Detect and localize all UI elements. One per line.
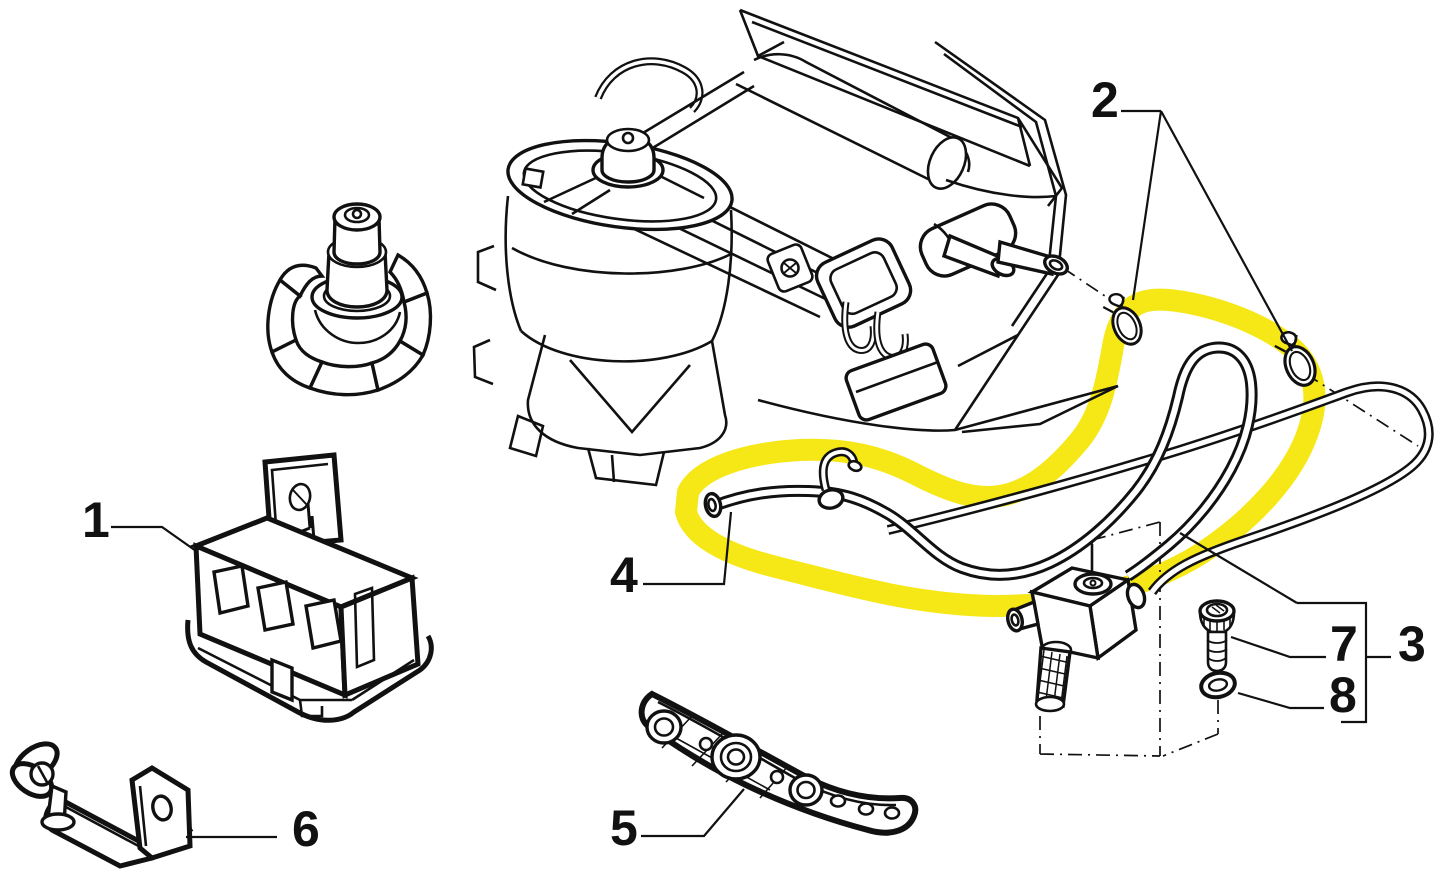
callout-3: 3 bbox=[1398, 616, 1426, 672]
retaining-bracket-part-6 bbox=[9, 741, 194, 869]
callout-5: 5 bbox=[610, 800, 638, 856]
callout-2: 2 bbox=[1091, 72, 1119, 128]
leader-lines bbox=[111, 109, 1391, 839]
mounting-plate-part-5 bbox=[638, 690, 919, 836]
callout-6: 6 bbox=[292, 801, 320, 857]
heater-unit bbox=[472, 8, 1119, 487]
callout-4: 4 bbox=[610, 547, 638, 603]
hose-clamp-icon-1 bbox=[1102, 293, 1143, 346]
callout-8: 8 bbox=[1329, 667, 1357, 723]
highlight-marker-loop bbox=[675, 288, 1326, 617]
callout-7: 7 bbox=[1330, 616, 1358, 672]
seal-ring-part-8 bbox=[1199, 670, 1237, 700]
bleed-screw-part-7 bbox=[1198, 599, 1236, 673]
blower-fan-wheel bbox=[266, 202, 433, 397]
resistor-connector-part-1 bbox=[185, 452, 434, 723]
callout-numbers: 1 2 3 4 5 6 7 8 bbox=[82, 72, 1426, 857]
callout-1: 1 bbox=[82, 492, 110, 548]
water-valve bbox=[1006, 544, 1147, 713]
hose-clamp-icon-2 bbox=[1274, 331, 1317, 387]
heater-hose-part-4 bbox=[703, 341, 1258, 582]
return-hose-part-3 bbox=[886, 381, 1434, 596]
